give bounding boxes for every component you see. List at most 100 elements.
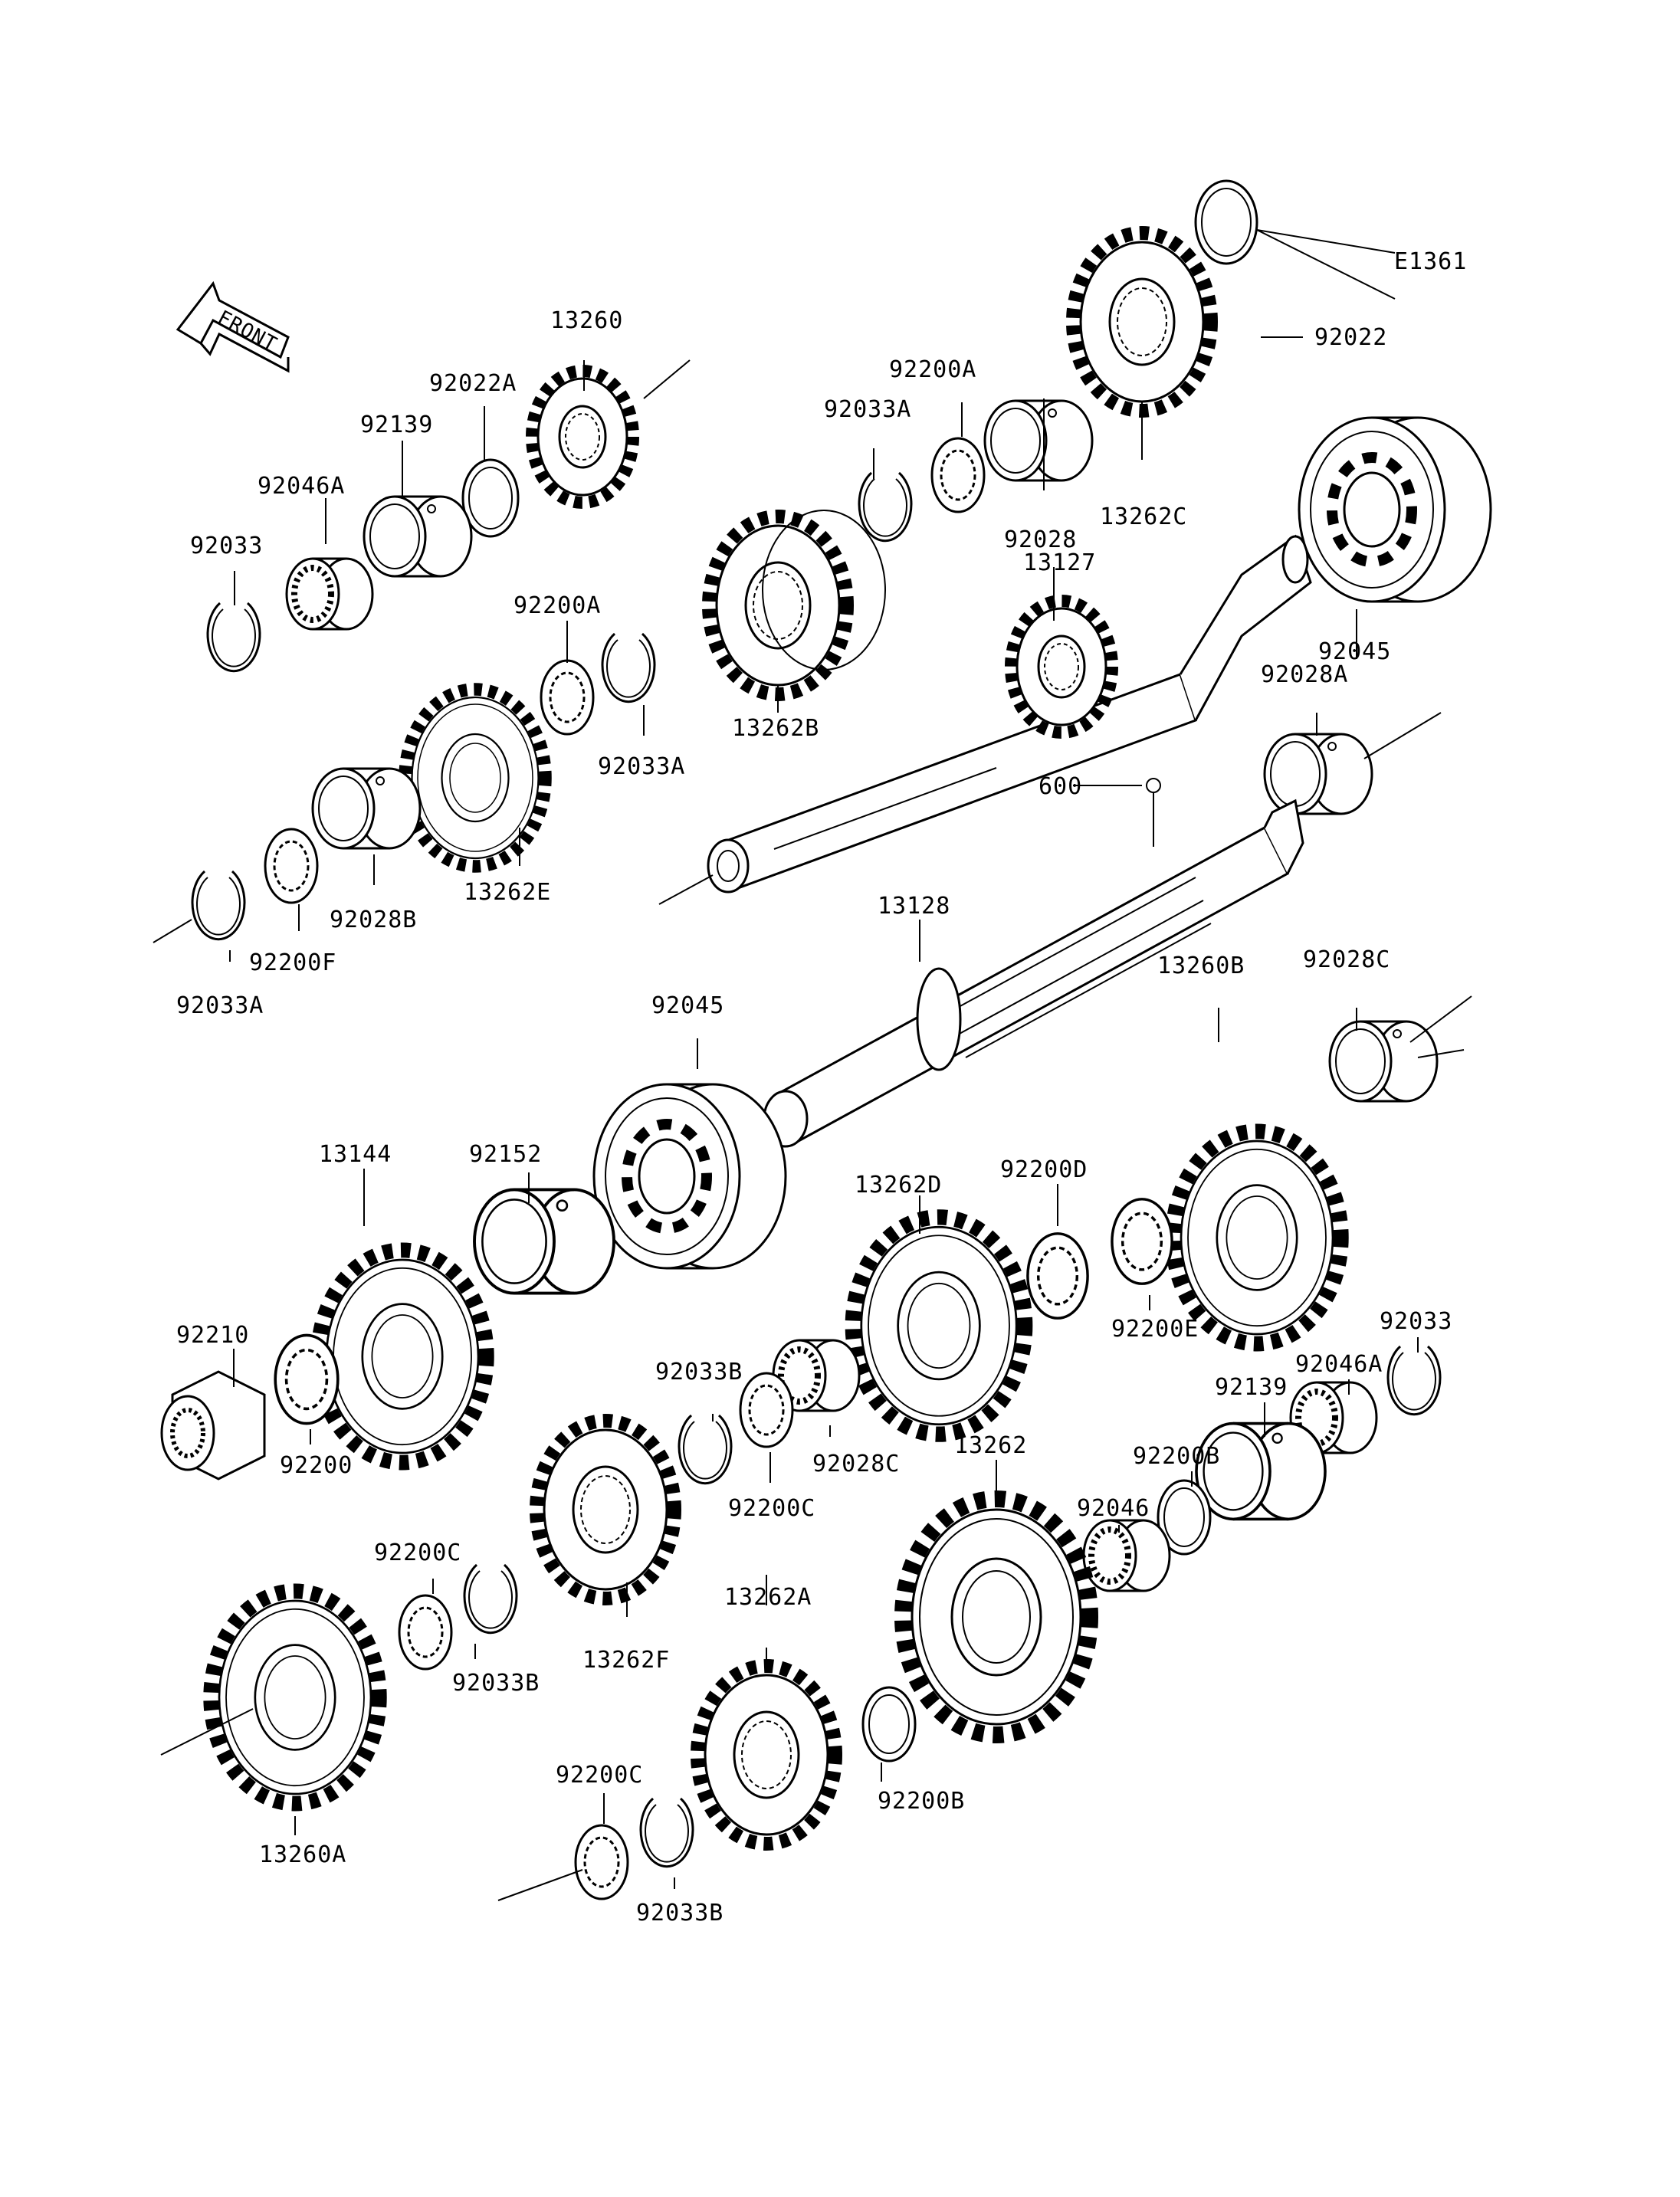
washer-92200A-top: [930, 437, 986, 513]
diagram-id: E1361: [1394, 248, 1467, 275]
bushing-92139-right: [1195, 1421, 1327, 1521]
label-92022: 92022: [1314, 324, 1387, 351]
label-92033B-left: 92033B: [452, 1670, 540, 1697]
label-13262C: 13262C: [1100, 503, 1187, 530]
washer-92022A: [461, 458, 520, 538]
sprocket-13144: [318, 1250, 487, 1462]
label-92200B-top: 92200B: [1133, 1443, 1220, 1470]
label-92033B-mid: 92033B: [655, 1359, 743, 1385]
circlip-92033A-mid: [601, 632, 656, 703]
label-92033A-mid: 92033A: [598, 753, 685, 780]
bushing-92028: [983, 399, 1094, 482]
washer-92200D: [1026, 1232, 1089, 1320]
label-92200C-mid: 92200C: [728, 1495, 815, 1522]
washer-92200A-mid: [540, 659, 595, 736]
gear-13262C: [1073, 233, 1211, 411]
label-92200B-low: 92200B: [878, 1788, 965, 1815]
label-92139-top: 92139: [360, 412, 433, 438]
bushing-92028A: [1263, 733, 1373, 815]
washer-92022: [1194, 179, 1258, 265]
label-92033A-low: 92033A: [176, 992, 264, 1019]
gear-13262D: [853, 1217, 1025, 1434]
gear-13262A: [697, 1666, 835, 1844]
nut-92210: [160, 1370, 266, 1481]
label-92200D: 92200D: [1000, 1156, 1088, 1183]
label-92033A-top: 92033A: [824, 396, 911, 423]
label-92200F: 92200F: [249, 949, 336, 976]
label-13262E: 13262E: [464, 879, 551, 906]
label-13262F: 13262F: [582, 1647, 670, 1674]
label-92045-mid: 92045: [651, 992, 724, 1019]
needle-bearing-92046: [1084, 1520, 1170, 1591]
bearing-92045-mid: [594, 1084, 786, 1268]
gear-13262F: [536, 1421, 674, 1599]
bearing-92045-top: [1299, 418, 1491, 602]
label-13262B: 13262B: [732, 715, 819, 742]
gear-13260A: [211, 1591, 379, 1803]
collar-92152: [473, 1188, 615, 1295]
label-92028B: 92028B: [330, 907, 417, 933]
label-92028C-top: 92028C: [1303, 946, 1390, 973]
washer-92200B-low: [861, 1686, 917, 1763]
needle-bearing-92046A-top: [287, 559, 372, 629]
circlip-92033A-top: [858, 471, 913, 543]
label-92028A: 92028A: [1261, 661, 1348, 688]
shaft-13127: [658, 534, 1312, 905]
label-13127: 13127: [1023, 549, 1096, 576]
label-92028: 92028: [1004, 526, 1077, 553]
label-92028C-mid: 92028C: [812, 1451, 900, 1477]
label-13262D: 13262D: [855, 1172, 942, 1199]
washer-92200: [274, 1333, 340, 1425]
circlip-92033B-low: [639, 1797, 694, 1868]
washer-92200C-left: [398, 1594, 453, 1671]
leader-lines: [229, 336, 1419, 1889]
label-13262A: 13262A: [724, 1584, 812, 1611]
label-92200: 92200: [280, 1452, 353, 1479]
washer-92200F: [264, 828, 319, 904]
shaft-13128: [763, 798, 1304, 1148]
label-13144: 13144: [319, 1141, 392, 1168]
label-92045-top: 92045: [1318, 638, 1391, 665]
label-13262: 13262: [954, 1432, 1027, 1459]
gear-13262E: [405, 690, 546, 867]
washer-92200C-mid: [739, 1372, 794, 1448]
label-92139-right: 92139: [1215, 1374, 1288, 1401]
label-92022A: 92022A: [429, 370, 517, 397]
label-92200C-left: 92200C: [374, 1540, 461, 1566]
label-92200A-mid: 92200A: [514, 592, 601, 619]
washer-92200C-low: [574, 1824, 629, 1900]
label-600: 600: [1039, 773, 1082, 800]
gear-13260: [532, 371, 633, 503]
label-92046A-right: 92046A: [1295, 1351, 1383, 1378]
circlip-92033B-mid: [678, 1414, 733, 1485]
washer-92200E: [1111, 1198, 1173, 1285]
front-arrow-icon: FRONT: [176, 280, 290, 373]
circlip-92033B-left: [463, 1563, 518, 1635]
circlip-92033-right: [1386, 1345, 1442, 1416]
gear-13260B: [1173, 1131, 1341, 1343]
label-13128: 13128: [878, 893, 950, 920]
label-92033B-low: 92033B: [636, 1900, 724, 1926]
circlip-92033A-low: [191, 870, 246, 941]
label-92046A-top: 92046A: [258, 473, 345, 500]
label-92200E: 92200E: [1111, 1316, 1199, 1343]
axis-lines: [153, 229, 1472, 1901]
label-13260: 13260: [550, 307, 623, 334]
label-92152: 92152: [469, 1141, 542, 1168]
label-92046: 92046: [1077, 1495, 1150, 1522]
label-92200A-top: 92200A: [889, 356, 976, 383]
gear-13262B: [709, 510, 886, 694]
gear-13127-integral: [1011, 601, 1112, 733]
bushing-92028B: [311, 767, 422, 850]
label-92033-right: 92033: [1380, 1308, 1452, 1335]
grease-point-600: [1146, 778, 1161, 793]
circlip-92033-top: [206, 602, 261, 673]
part-labels: 92022 13260 92022A 92139 92046A 92033 92…: [176, 307, 1452, 1926]
label-13260B: 13260B: [1157, 953, 1245, 979]
label-92200C-low: 92200C: [556, 1762, 643, 1789]
label-92033-top: 92033: [190, 533, 263, 559]
label-92210: 92210: [176, 1322, 249, 1349]
bushing-92139-top: [363, 495, 473, 578]
gear-13262: [903, 1499, 1090, 1735]
